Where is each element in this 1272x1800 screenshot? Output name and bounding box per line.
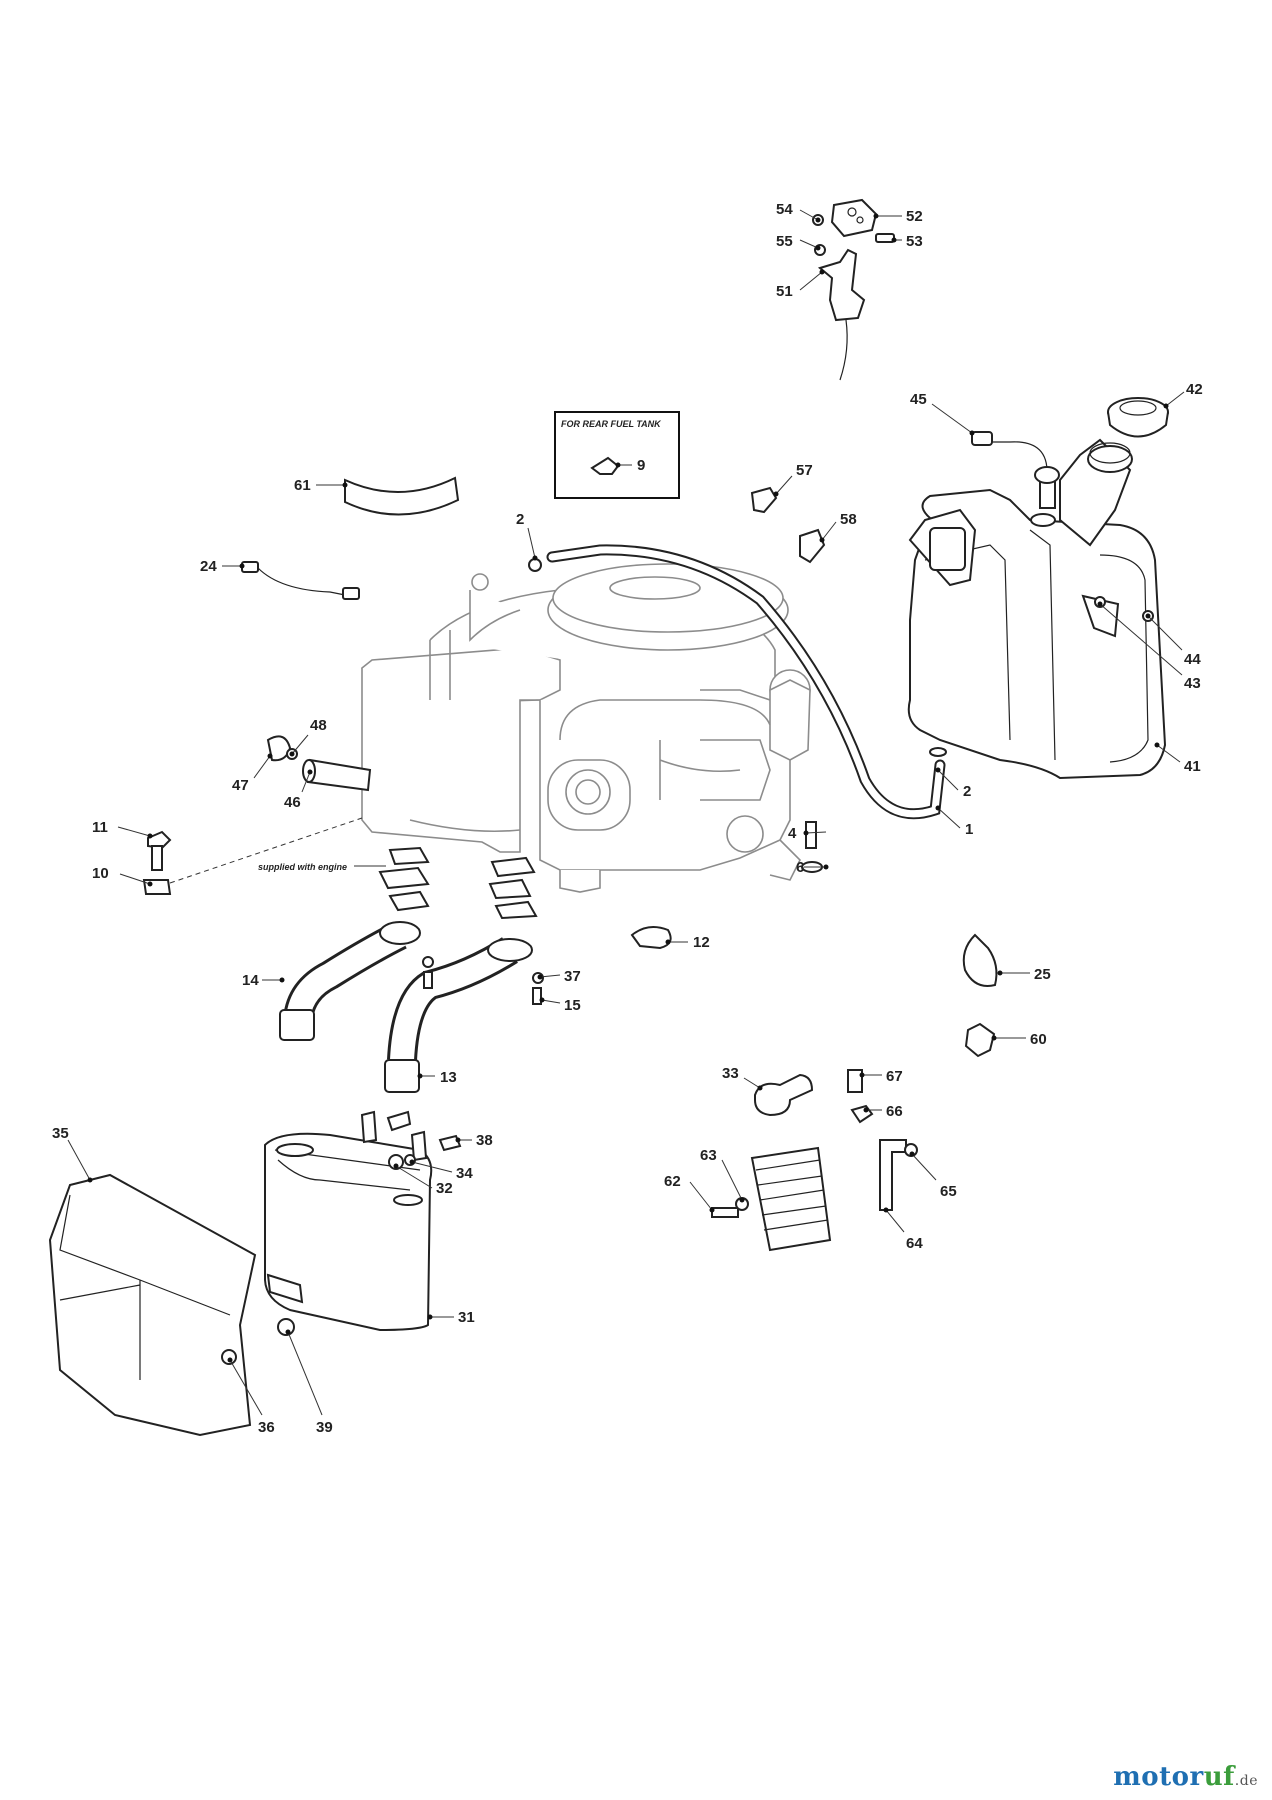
callout-48: 48 (310, 717, 327, 734)
rear-tank-note: FOR REAR FUEL TANK (561, 419, 662, 429)
callout-4: 4 (788, 825, 797, 842)
callout-58: 58 (840, 511, 857, 528)
callout-46: 46 (284, 794, 301, 811)
spark-plug-cap (754, 1073, 814, 1117)
gasket-nut (422, 956, 434, 968)
callout-10: 10 (92, 865, 109, 882)
watermark-logo: motoruf.de (1113, 1762, 1258, 1792)
callout-37: 37 (564, 968, 581, 985)
callout-31: 31 (458, 1309, 475, 1326)
callout-36: 36 (258, 1419, 275, 1436)
callout-45: 45 (910, 391, 927, 408)
watermark-brand-a: motor (1113, 1762, 1204, 1792)
callout-61: 61 (294, 477, 311, 494)
exhaust-gaskets (378, 846, 538, 920)
callout-43: 43 (1184, 675, 1201, 692)
watermark-brand-b: uf (1203, 1762, 1235, 1792)
callout-62: 62 (664, 1173, 681, 1190)
callout-2-right: 2 (963, 783, 971, 800)
callout-11: 11 (92, 819, 108, 836)
rear-tank-inset: FOR REAR FUEL TANK (554, 411, 680, 499)
muffler-washer-32 (388, 1154, 404, 1170)
muffler (264, 1110, 433, 1332)
callout-34: 34 (456, 1165, 473, 1182)
callout-41: 41 (1184, 758, 1201, 775)
callout-44: 44 (1184, 651, 1201, 668)
callout-55: 55 (776, 233, 793, 250)
fuel-tank (907, 438, 1167, 780)
callout-65: 65 (940, 1183, 957, 1200)
callout-60: 60 (1030, 1031, 1047, 1048)
callout-32: 32 (436, 1180, 453, 1197)
watermark-suffix: .de (1234, 1773, 1258, 1789)
callout-63: 63 (700, 1147, 717, 1164)
hose-clip (750, 486, 778, 514)
callout-6: 6 (796, 859, 804, 876)
callout-2-top: 2 (516, 511, 524, 528)
callout-33: 33 (722, 1065, 739, 1082)
muffler-bolt-top (386, 1110, 412, 1132)
exhaust-bolt-15 (532, 987, 542, 1005)
throttle-control (812, 198, 895, 381)
fuel-sender (971, 431, 1060, 509)
callout-39: 39 (316, 1419, 333, 1436)
callout-13: 13 (440, 1069, 457, 1086)
callout-47: 47 (232, 777, 249, 794)
hose-clip-2 (799, 528, 826, 564)
callout-9: 9 (637, 457, 645, 474)
callout-52: 52 (906, 208, 923, 225)
exhaust-bolt (423, 971, 433, 989)
callout-24: 24 (200, 558, 217, 575)
callout-25: 25 (1034, 966, 1051, 983)
hose-clip-60 (964, 1022, 996, 1058)
exhaust-pipe-14 (279, 921, 421, 1041)
supplied-with-engine-note: supplied with engine (258, 862, 347, 872)
callout-14: 14 (242, 972, 259, 989)
fuel-cap (1107, 397, 1169, 438)
exhaust-pipe-13 (384, 937, 533, 1093)
rectifier (711, 1069, 918, 1252)
callout-15: 15 (564, 997, 581, 1014)
callout-54: 54 (776, 201, 793, 218)
callout-51: 51 (776, 283, 793, 300)
shield-bolt-36 (221, 1349, 237, 1365)
callout-57: 57 (796, 462, 813, 479)
callout-67: 67 (886, 1068, 903, 1085)
callout-64: 64 (906, 1235, 923, 1252)
callouts: 1 2 2 4 6 9 10 11 12 13 14 15 (52, 201, 1203, 1436)
callout-53: 53 (906, 233, 923, 250)
callout-1: 1 (965, 821, 973, 838)
clamp-band (344, 476, 460, 516)
callout-35: 35 (52, 1125, 69, 1142)
engine-block (361, 563, 811, 893)
cable-tie (962, 933, 998, 987)
spacer-12 (630, 925, 672, 950)
fuel-hose (546, 544, 946, 820)
dipstick-parts (266, 735, 372, 792)
callout-42: 42 (1186, 381, 1203, 398)
heat-shield (48, 1173, 257, 1437)
callout-38: 38 (476, 1132, 493, 1149)
muffler-bolt-38 (438, 1134, 462, 1152)
hose-clamp (528, 558, 542, 572)
callout-66: 66 (886, 1103, 903, 1120)
wire-harness (241, 561, 360, 600)
callout-12: 12 (693, 934, 710, 951)
